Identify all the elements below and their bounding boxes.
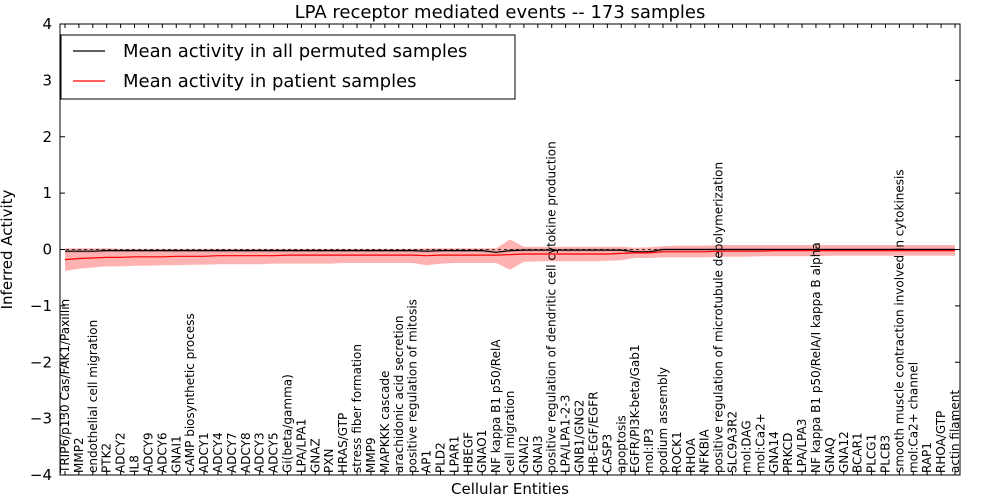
category-label: positive regulation of dendritic cell cy… <box>545 141 559 473</box>
category-label: TRIP6/p130 Cas/FAK1/Paxillin <box>58 299 72 474</box>
category-label: PLD2 <box>433 442 447 473</box>
category-label: AP1 <box>420 450 434 473</box>
category-label: GNAQ <box>823 437 837 473</box>
category-label: ADCY1 <box>197 432 211 473</box>
category-label: mol:Ca2+ <box>753 413 767 473</box>
y-tick-label: 0 <box>42 241 52 259</box>
x-axis-title: Cellular Entities <box>451 480 569 498</box>
category-label: LPA/LPA3 <box>795 419 809 473</box>
category-label: RHOA <box>684 437 698 473</box>
category-label: HB-EGF/EGFR <box>586 391 600 473</box>
category-label: cell migration <box>503 391 517 473</box>
category-label: mol:IP3 <box>642 428 656 473</box>
category-label: ADCY8 <box>239 432 253 473</box>
category-label: PLCB3 <box>878 435 892 473</box>
category-label: PXN <box>322 449 336 473</box>
y-tick-label: 2 <box>42 128 52 146</box>
y-tick-label: −1 <box>30 297 52 315</box>
category-label: ROCK1 <box>670 431 684 473</box>
category-label: GNAI3 <box>531 435 545 473</box>
category-label: RHOA/GTP <box>934 411 948 473</box>
category-label: positive regulation of mitosis <box>406 299 420 473</box>
y-tick-label: −2 <box>30 353 52 371</box>
category-label: MAPKKK cascade <box>378 371 392 473</box>
category-label: PTK2 <box>100 443 114 473</box>
category-label: ADCY2 <box>114 432 128 473</box>
category-label: HRAS/GTP <box>336 413 350 473</box>
x-axis-ticks <box>64 24 956 475</box>
category-label: stress fiber formation <box>350 344 364 473</box>
category-label: LPA/LPA1 <box>294 419 308 473</box>
category-label: ADCY5 <box>267 432 281 473</box>
category-label: GNB1/GNG2 <box>573 400 587 473</box>
category-label: ADCY4 <box>211 432 225 473</box>
category-label: PLCG1 <box>865 434 879 473</box>
category-label: GNAZ <box>308 438 322 473</box>
category-label: arachidonic acid secretion <box>392 316 406 473</box>
category-label: ADCY9 <box>141 432 155 473</box>
legend: Mean activity in all permuted samples Me… <box>60 34 516 100</box>
y-tick-label: −4 <box>30 466 52 484</box>
category-label: endothelial cell migration <box>86 320 100 473</box>
plot-frame <box>59 23 961 476</box>
category-label: MMP9 <box>364 437 378 473</box>
category-label: LPA/LPA1-2-3 <box>559 395 573 473</box>
category-label: MMP2 <box>72 437 86 473</box>
category-label: BCAR1 <box>851 432 865 473</box>
category-label: NF kappa B1 p50/RelA/I kappa B alpha <box>809 242 823 473</box>
line-series-0 <box>65 248 955 253</box>
category-label: ADCY6 <box>155 432 169 473</box>
legend-box <box>60 34 516 100</box>
chart-title: LPA receptor mediated events -- 173 samp… <box>295 2 706 23</box>
series-lines <box>64 248 955 261</box>
category-label: GNAI2 <box>517 435 531 473</box>
category-label: LPAR1 <box>447 436 461 473</box>
category-label: NF kappa B1 p50/RelA <box>489 339 503 473</box>
category-label: GNA14 <box>767 431 781 473</box>
category-label: IL8 <box>128 455 142 473</box>
line-series-1 <box>64 250 955 261</box>
category-label: GNAI1 <box>169 435 183 473</box>
category-label: GNA12 <box>837 431 851 473</box>
category-label: ADCY7 <box>225 432 239 473</box>
category-label: smooth muscle contraction involved in cy… <box>892 169 906 473</box>
category-label: mol:Ca2+ channel <box>906 362 920 473</box>
category-label: RAP1 <box>920 442 934 473</box>
legend-label-permuted: Mean activity in all permuted samples <box>123 41 467 62</box>
category-label: GNAO1 <box>475 430 489 473</box>
category-label: NFKBIA <box>698 428 712 473</box>
category-label: positive regulation of microtubule depol… <box>712 162 726 473</box>
category-label: CASP3 <box>600 434 614 473</box>
category-label: EGFR/PI3K-beta/Gab1 <box>628 344 642 473</box>
category-label: Gi(beta/gamma) <box>281 374 295 473</box>
y-tick-label: −3 <box>30 410 52 428</box>
category-label: SLC9A3R2 <box>726 411 740 473</box>
category-label: apoptosis <box>614 415 628 473</box>
category-label: PRKCD <box>781 433 795 473</box>
y-tick-label: 1 <box>42 184 52 202</box>
category-label: mol:DAG <box>739 420 753 473</box>
category-label: podium assembly <box>656 367 670 473</box>
y-tick-label: 3 <box>42 71 52 89</box>
category-label: ADCY3 <box>253 432 267 473</box>
category-label: cAMP biosynthetic process <box>183 313 197 473</box>
y-axis-ticks: 4 3 2 1 0 −1 −2 −3 −4 <box>30 15 960 484</box>
category-label: actin filament <box>948 390 962 473</box>
y-tick-label: 4 <box>42 15 52 33</box>
legend-label-patient: Mean activity in patient samples <box>123 71 417 92</box>
category-label: HBEGF <box>461 432 475 473</box>
y-axis-title: Inferred Activity <box>0 189 16 309</box>
